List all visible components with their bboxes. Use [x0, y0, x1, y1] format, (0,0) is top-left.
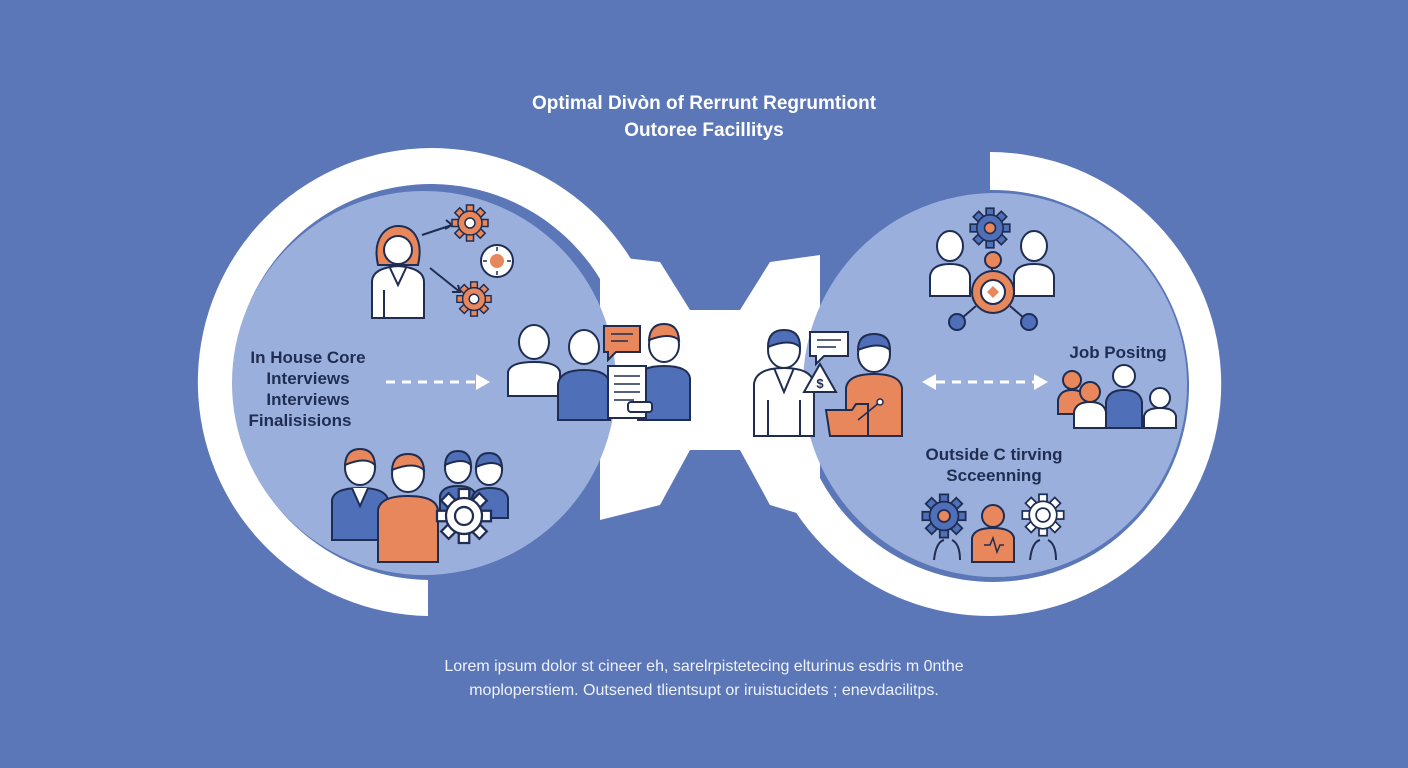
page-title: Optimal Divòn of Rerrunt Regrumtiont [531, 93, 877, 114]
left-label-2: Interviews [266, 369, 350, 388]
caption-line-2: moploperstiem. Outsened tlientsupt or ir… [469, 682, 939, 699]
document-icon [607, 365, 653, 419]
team-icon [507, 322, 691, 421]
chat-bubble-icon [603, 325, 641, 363]
woman-icon [371, 224, 425, 319]
gear-icon [1021, 493, 1065, 537]
left-label-3: Interviews [266, 390, 350, 409]
people-icon [1057, 364, 1177, 429]
clock-icon [480, 244, 514, 278]
dashed-arrow-left [386, 374, 490, 390]
screening-team-icon [933, 504, 1057, 563]
caption-line-1: Lorem ipsum dolor st cineer eh, sarelrpi… [444, 658, 964, 675]
left-label-1: In House Core [250, 348, 366, 367]
briefcase-icon [824, 332, 903, 437]
right-label-screening-2: Scceenning [946, 466, 1042, 485]
svg-text:$: $ [816, 376, 824, 391]
warning-icon: $ [802, 361, 838, 393]
chat-bubble-icon [809, 331, 849, 367]
gear-icon [969, 207, 1011, 249]
right-label-job-posting: Job Positng [1069, 343, 1167, 362]
network-icon [929, 230, 1055, 331]
page-subtitle: Outoree Facillitys [624, 120, 784, 141]
right-label-screening-1: Outside C tirving [925, 445, 1063, 464]
right-ring [760, 152, 1222, 616]
gear-icon [456, 281, 492, 317]
gear-icon [435, 487, 493, 545]
gear-icon [921, 493, 967, 539]
dashed-arrow-right [922, 374, 1048, 390]
recruiter-icon [753, 328, 815, 437]
right-inner-circle [803, 193, 1187, 577]
gear-icon [451, 204, 489, 242]
left-label-4: Finalisisions [248, 411, 352, 430]
